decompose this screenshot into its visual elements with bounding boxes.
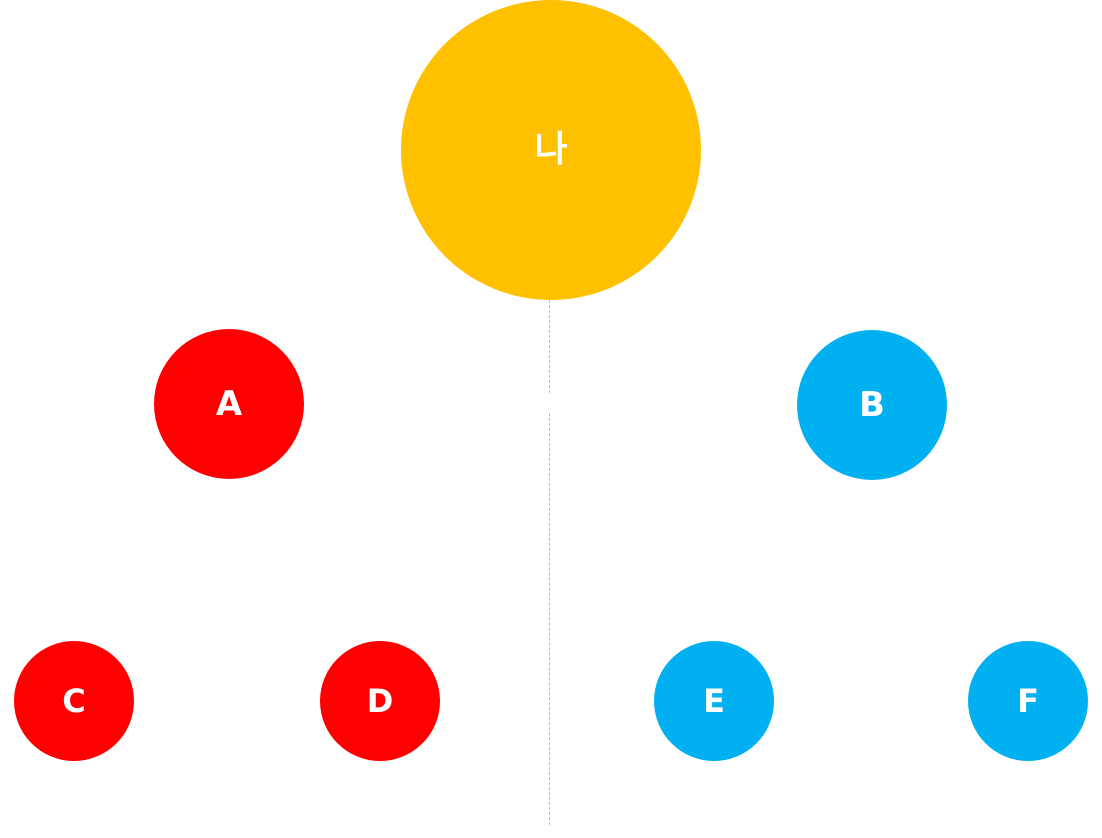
- node-f: F: [968, 641, 1088, 761]
- node-a-label: A: [215, 384, 243, 424]
- root-node: 나: [401, 0, 701, 300]
- node-d-label: D: [366, 682, 394, 720]
- node-c: C: [14, 641, 134, 761]
- node-b-label: B: [859, 385, 885, 425]
- node-e: E: [654, 641, 774, 761]
- node-c-label: C: [62, 682, 86, 720]
- node-b: B: [797, 330, 947, 480]
- node-d: D: [320, 641, 440, 761]
- node-e-label: E: [703, 682, 725, 720]
- node-a: A: [154, 329, 304, 479]
- root-node-label: 나: [534, 129, 568, 170]
- center-divider-lower: [549, 413, 550, 825]
- center-divider-upper: [549, 300, 550, 393]
- node-f-label: F: [1017, 682, 1039, 720]
